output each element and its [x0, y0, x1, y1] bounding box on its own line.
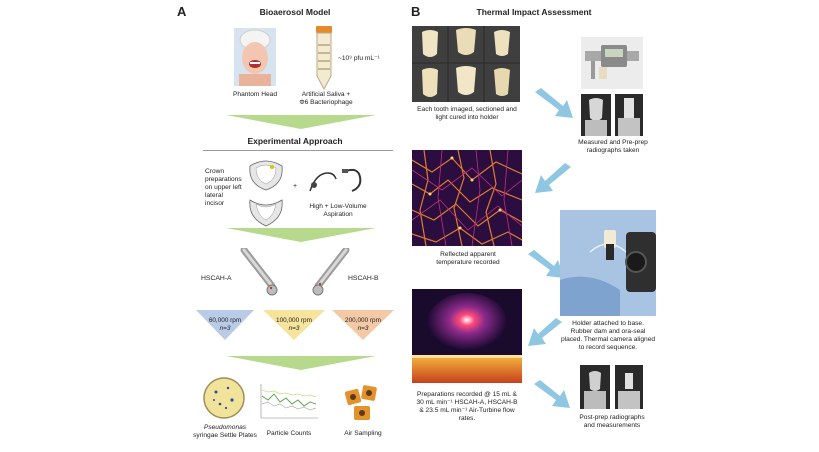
thermal-assessment-title: Thermal Impact Assessment	[476, 7, 592, 17]
step4-caption: Holder attached to base. Rubber dam and …	[556, 320, 660, 352]
saliva-caption: Artificial Saliva + Φ6 Bacteriophage	[289, 91, 363, 107]
crown-text-line-5: incisor	[205, 200, 225, 208]
step3-line-2: temperature recorded	[436, 259, 500, 267]
pre-prep-radiograph-2	[615, 94, 643, 136]
step5-caption: Preparations recorded @ 15 mL & 30 mL mi…	[408, 391, 526, 423]
thermal-recording-image	[412, 289, 522, 383]
step1-line-1: Each tooth imaged, sectioned and	[417, 106, 517, 113]
particle-counts-plot-icon	[258, 382, 320, 427]
panel-b-letter: B	[411, 4, 421, 19]
step5-line-4: rates.	[458, 415, 476, 423]
saliva-caption-line-1: Artificial Saliva +	[301, 91, 351, 98]
speed-label-200000: 200,000 rpm n=3	[332, 317, 394, 332]
crown-text-line-4: lateral	[205, 192, 223, 200]
reflected-temperature-image	[412, 150, 522, 246]
handpiece-a-icon	[240, 246, 280, 305]
speed-n-100000: n=3	[288, 324, 300, 332]
step1-caption: Each tooth imaged, sectioned and light c…	[406, 106, 528, 122]
speed-triangle-60000	[196, 310, 254, 345]
speed-label-100000: 100,000 rpm n=3	[263, 317, 325, 332]
step5-line-3: & 23.5 mL min⁻¹ Air-Turbine flow	[419, 407, 515, 415]
flow-chevron-2	[226, 228, 376, 247]
bioaerosol-model-title: Bioaerosol Model	[259, 7, 331, 17]
speed-rpm-200000: 200,000 rpm	[345, 317, 381, 324]
phantom-head-photo	[234, 28, 276, 86]
plates-caption-line-2: syringae Settle Plates	[193, 432, 257, 440]
pre-prep-radiograph-1	[581, 94, 611, 136]
panel-a-letter: A	[177, 4, 187, 19]
step4-line-4: to record sequence.	[578, 344, 638, 352]
step4-line-1: Holder attached to base.	[572, 320, 644, 327]
settle-plate-icon	[202, 376, 246, 425]
step1-line-2: light cured into holder	[435, 114, 499, 122]
section-divider	[203, 150, 393, 151]
aspiration-line-1: High + Low-Volume	[309, 203, 367, 210]
step5-line-2: 30 mL min⁻¹ HSCAH-A, HSCAH-B	[416, 399, 518, 407]
flow-arrow-3	[526, 250, 566, 285]
step2-line-1: Measured and Pre-prep	[578, 139, 648, 146]
handpiece-a-label: HSCAH-A	[201, 275, 232, 282]
flow-chevron-1	[226, 115, 376, 134]
crown-text-line-2: preparations	[205, 176, 242, 184]
flow-arrow-1	[533, 88, 575, 125]
crown-preparation-text: Crown preparations on upper left lateral…	[205, 168, 242, 208]
step5-line-1: Preparations recorded @ 15 mL &	[417, 391, 517, 398]
concentration-label: ~10⁹ pfu mL⁻¹	[338, 55, 380, 62]
plus-sign: +	[293, 183, 298, 190]
step6-caption: Post-prep radiographs and measurements	[570, 414, 654, 430]
aspiration-line-2: Aspiration	[323, 211, 353, 219]
step3-caption: Reflected apparent temperature recorded	[418, 251, 518, 267]
aspiration-caption: High + Low-Volume Aspiration	[302, 203, 374, 219]
crown-text-line-3: on upper left	[205, 184, 242, 192]
crown-text-line-1: Crown	[205, 168, 225, 175]
settle-plates-caption: Pseudomonas syringae Settle Plates	[186, 424, 264, 440]
thermal-camera-setup-photo	[560, 210, 656, 316]
speed-label-60000: 60,000 rpm n=3	[196, 317, 254, 332]
step6-line-1: Post-prep radiographs	[579, 414, 645, 421]
flow-chevron-3	[226, 356, 376, 375]
step2-caption: Measured and Pre-prep radiographs taken	[573, 139, 653, 155]
speed-rpm-60000: 60,000 rpm	[208, 317, 242, 324]
flow-arrow-4	[528, 318, 564, 353]
speed-n-60000: n=3	[219, 324, 231, 332]
post-prep-radiograph-2	[615, 365, 643, 409]
phantom-head-caption: Phantom Head	[233, 91, 277, 98]
air-sampling-caption: Air Sampling	[344, 430, 382, 437]
falcon-tube	[313, 26, 335, 95]
speed-triangle-100000	[263, 310, 325, 345]
saliva-caption-line-2: Φ6 Bacteriophage	[299, 99, 353, 107]
step4-line-3: placed. Thermal camera aligned	[560, 336, 656, 344]
handpiece-b-icon	[310, 246, 350, 305]
caliper-photo	[581, 37, 643, 89]
air-sampler-icon	[340, 380, 384, 429]
speed-n-200000: n=3	[357, 324, 369, 332]
suction-tips-icon	[306, 165, 364, 200]
speed-rpm-100000: 100,000 rpm	[276, 317, 312, 324]
teeth-grid-photo	[412, 26, 520, 102]
dental-arch-icon	[246, 160, 286, 235]
post-prep-radiograph-1	[580, 365, 610, 409]
speed-triangle-200000	[332, 310, 394, 345]
step4-line-2: Rubber dam and ora-seal	[570, 328, 646, 336]
step6-line-2: and measurements	[583, 422, 641, 430]
flow-arrow-2	[533, 163, 573, 200]
handpiece-b-label: HSCAH-B	[348, 275, 379, 282]
experimental-approach-title: Experimental Approach	[247, 136, 343, 146]
particle-counts-caption: Particle Counts	[266, 430, 312, 437]
step3-line-1: Reflected apparent	[440, 251, 496, 258]
step2-line-2: radiographs taken	[586, 147, 640, 155]
flow-arrow-5	[532, 380, 572, 415]
plates-caption-line-1: Pseudomonas	[203, 424, 247, 431]
